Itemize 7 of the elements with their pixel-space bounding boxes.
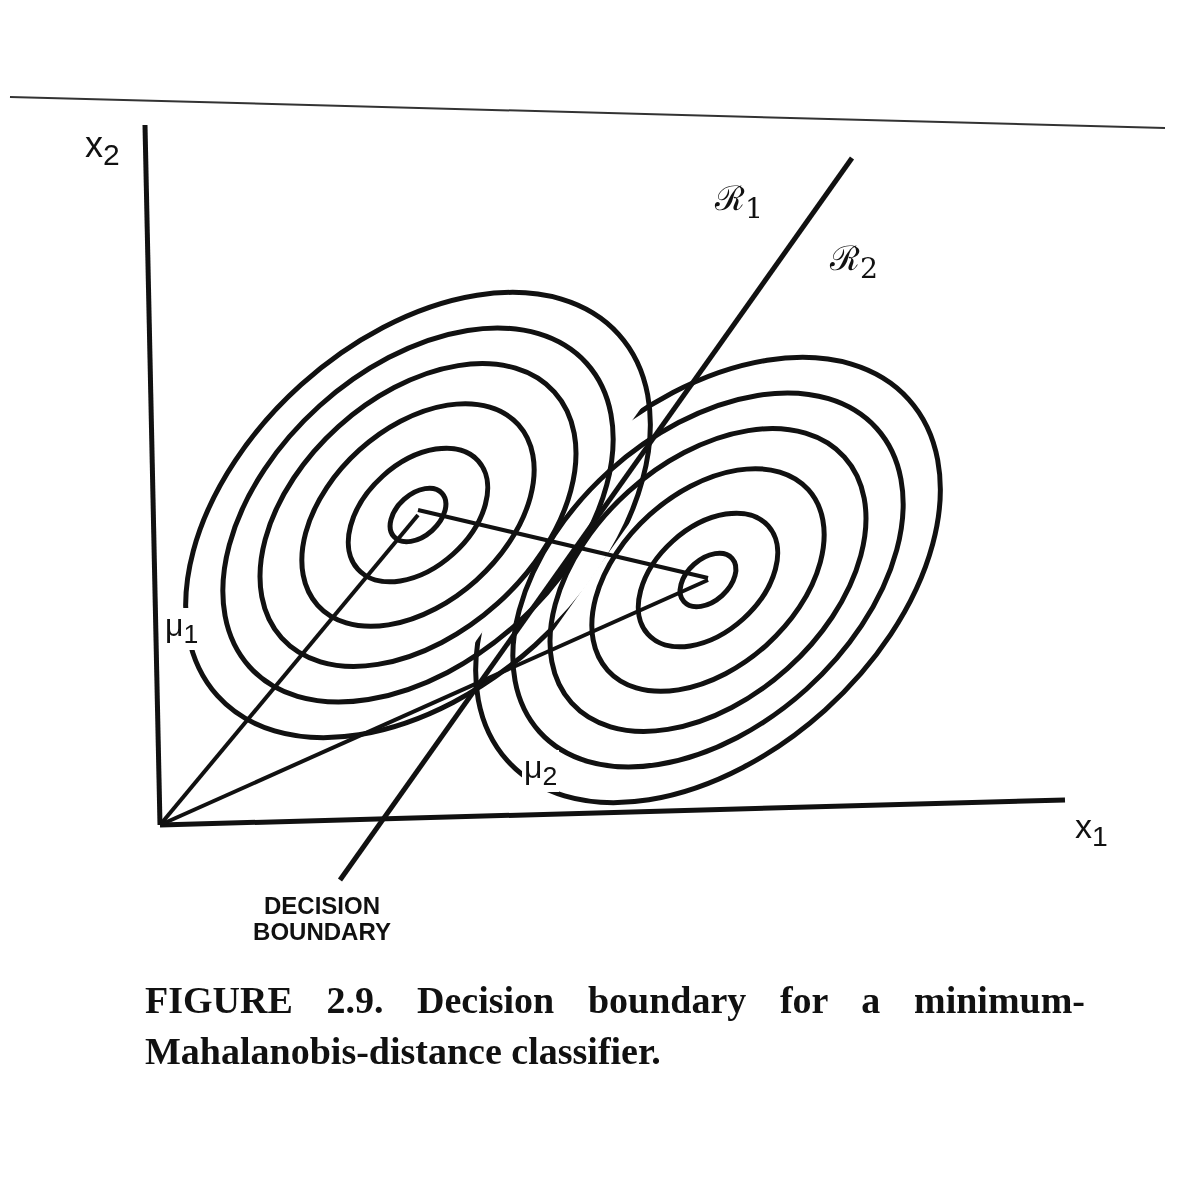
boundary-label: DECISION BOUNDARY: [252, 893, 392, 946]
region-label: ℛ$_{2}$: [830, 240, 879, 284]
axis-label: x$_{1}$: [1075, 808, 1108, 852]
region-label: ℛ$_{1}$: [715, 180, 764, 224]
axis-label: x$_{2}$: [85, 125, 120, 172]
figure-caption: FIGURE 2.9. Decision boundary for a minimum-Mahalanobis-distance classifier.: [145, 978, 1085, 1075]
mean-label: μ$_{2}$: [522, 750, 560, 792]
